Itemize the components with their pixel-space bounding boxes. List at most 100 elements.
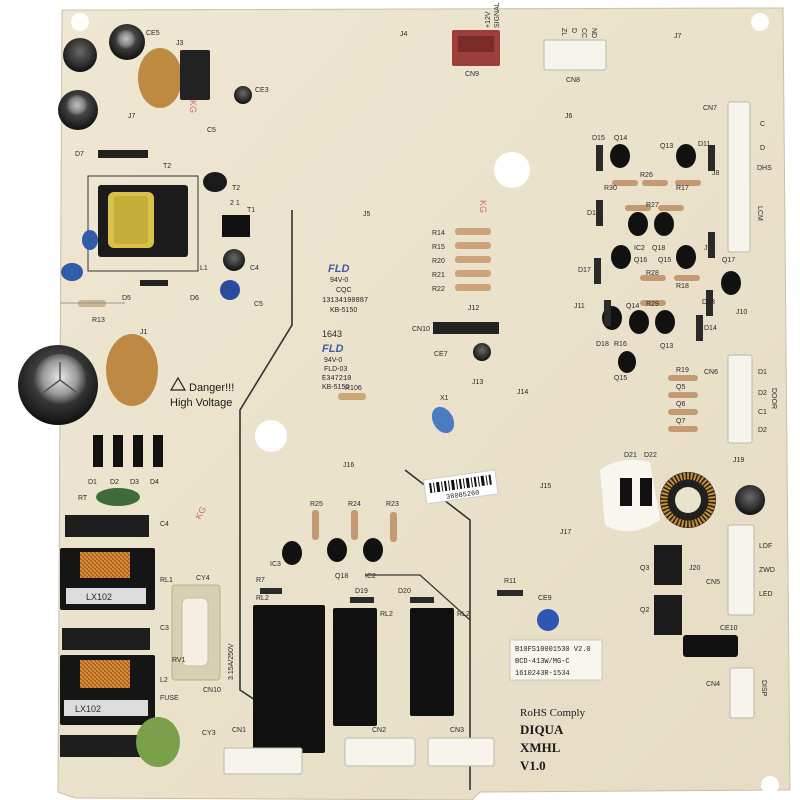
ref-j11: J11 [574,303,585,310]
cn7-label: CN7 [703,105,717,112]
diode-group [594,145,715,341]
ref-q7: Q14 [614,135,627,142]
ceramic-capacitor [82,230,98,250]
ref-cy3: CY3 [202,730,216,737]
ref-r28: R16 [614,341,627,348]
diode [98,150,148,158]
ref-cn10b: CN10 [203,687,221,694]
ref-j19: J19 [733,457,744,464]
cn5-label: CN5 [706,579,720,586]
choke-label-1: LX102 [86,592,112,602]
part-label-sticker: B10FS10001530 V2.0 BCD-413W/MG-C 1610243… [509,639,603,681]
warning-line2: High Voltage [170,397,232,409]
ref-ce5: CE5 [146,30,160,37]
ref-j9: J9 [704,245,712,252]
diode [93,435,103,467]
resistor-group [612,180,701,306]
transistor [282,541,302,565]
connector-cn2: CN2 [344,727,416,767]
cn6-pin-4: D2 [758,427,767,434]
x-capacitor [62,628,150,650]
connector-cn1: CN1 [223,727,303,775]
keepout-mark: KG [188,100,198,113]
ref-j4: J4 [400,31,408,38]
glue-blob [138,48,182,108]
ref-ce10: CE10 [720,625,738,632]
electrolytic-capacitor [234,86,252,104]
cn9-pin-signal: SIGNAL [494,2,501,28]
resistor [390,512,397,542]
ref-q16: Q18 [335,573,348,580]
x-capacitor [65,515,149,537]
cn7-side: LCM [756,206,763,221]
diode [153,435,163,467]
fld-brand-upper: FLD [328,263,349,275]
ref-c5: C5 [207,127,216,134]
pcb-board [57,7,791,800]
relay [333,608,377,726]
capacitor-vent [43,362,77,393]
ref-j5: J5 [363,211,371,218]
cn8-label: CN8 [566,77,580,84]
cn4-side: DISP [760,680,767,697]
ref-r27: R30 [604,185,617,192]
transformer-winding [114,196,148,244]
electrolytic-capacitor [223,249,245,271]
ref-d3: D3 [130,479,139,486]
ref-d6: D6 [190,295,199,302]
ref-d7: D7 [75,151,84,158]
ref-q10: Q17 [722,257,735,264]
ref-q14: Q14 [626,303,639,310]
isolation-line [365,574,471,621]
barcode-sticker: 38085260 [422,469,499,505]
date-code: 1643 [322,329,342,339]
ref-q6: Q13 [660,143,673,150]
cn9-label: CN9 [465,71,479,78]
ref-rv1: FUSE [160,695,179,702]
diode [620,478,632,506]
cn1-label: CN1 [232,727,246,734]
ref-r15: R22 [432,286,445,293]
ref-d1: D1 [88,479,97,486]
electrolytic-capacitor [63,38,97,72]
relay [253,605,325,753]
connector-cn10: CN10 [412,322,499,334]
connector-cn4: CN4 DISP [706,667,767,719]
ref-r19: Q7 [676,418,685,425]
ref-ce2: C4 [250,265,259,272]
electrolytic-capacitor [66,95,88,117]
ref-rl1: RL2 [256,595,269,602]
diode [350,597,374,603]
ref-r25: R28 [646,270,659,277]
power-transistor [654,595,682,635]
diode [260,588,282,594]
ref-ce4: J7 [128,113,136,120]
mounting-hole [751,13,769,31]
fld-code-upper: 13134100887 [322,297,368,305]
diode [133,435,143,467]
thermistor [96,488,140,506]
diode [113,435,123,467]
ref-r23: R26 [640,172,653,179]
part-label-line3: 1610243R-1534 [515,670,570,678]
connector-cn8: CN8 ZL D CC ND [543,28,607,84]
cn5-pin-1: LDF [759,543,772,550]
power-transistor [654,545,682,585]
cn4-label: CN4 [706,681,720,688]
ref-d16: D18 [596,341,609,348]
ref-j8: J8 [712,170,720,177]
ref-r13: R20 [432,258,445,265]
ref-ce9: CE9 [538,595,552,602]
fld-grade-upper: 94V-0 [330,277,348,284]
ref-d9: D11 [698,141,710,148]
fld-brand-lower: FLD [322,343,343,355]
cn9-pin-12v: +12V [485,11,492,28]
keepout-mark: KG [478,200,488,213]
resistor [338,393,366,400]
electrolytic-capacitor [473,343,491,361]
fuse-glass [181,597,209,667]
transistor [363,538,383,562]
ref-t2: T2 [163,163,171,170]
voltage-regulator [180,50,210,100]
